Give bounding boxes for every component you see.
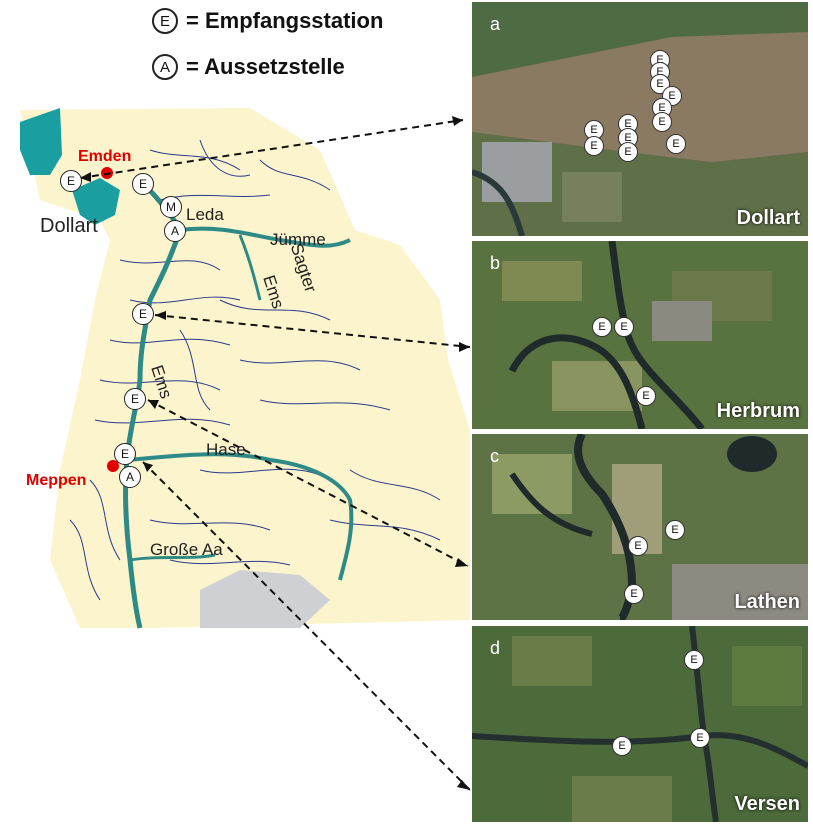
panel-dollart: a E E E E E E E E E E E E Dollart [472, 2, 808, 236]
label-meppen: Meppen [26, 472, 87, 489]
meppen-dot [107, 460, 119, 472]
versen-station: E [612, 736, 632, 756]
catchment-area [20, 108, 470, 628]
legend-release: A = Aussetzstelle [152, 54, 345, 80]
herbrum-station: E [636, 386, 656, 406]
panel-letter-a: a [490, 14, 501, 34]
leda-river [179, 226, 351, 248]
dollart-station: E [652, 112, 672, 132]
panel-name-herbrum: Herbrum [716, 400, 800, 422]
dollart-bay [20, 108, 62, 175]
map-station-versen: E [114, 443, 136, 465]
map-station-lathen: E [124, 388, 146, 410]
dollart-station: E [666, 134, 686, 154]
herbrum-station: E [614, 317, 634, 337]
label-juemme: Jümme [270, 230, 326, 249]
panel-name-versen: Versen [734, 793, 800, 815]
label-leda: Leda [186, 205, 224, 224]
panel-name-lathen: Lathen [734, 591, 800, 613]
dollart-satellite [472, 2, 808, 236]
label-dollart: Dollart [40, 215, 98, 237]
tributaries [69, 139, 441, 601]
map-release-meppen: A [119, 466, 141, 488]
lathen-station: E [628, 536, 648, 556]
panel-versen: d E E E Versen [472, 626, 808, 822]
release-site-symbol: A [152, 54, 178, 80]
versen-station: E [690, 728, 710, 748]
connector-arrows [79, 119, 470, 791]
arrow-heads [80, 116, 470, 790]
grosse-aa-river [129, 553, 216, 562]
release-site-label: = Aussetzstelle [186, 54, 345, 79]
map-station-emden: E [132, 173, 154, 195]
lathen-station: E [665, 520, 685, 540]
sagter-ems-river [238, 234, 262, 301]
grey-area [200, 570, 330, 628]
herbrum-station: E [592, 317, 612, 337]
hase-river [127, 452, 354, 581]
panel-herbrum: b E E E Herbrum [472, 241, 808, 429]
map-station-m: M [160, 196, 182, 218]
dollart-station: E [618, 142, 638, 162]
receiver-station-label: = Empfangsstation [186, 8, 384, 33]
ems-river-map [20, 108, 470, 791]
herbrum-satellite [472, 241, 808, 429]
panel-letter-c: c [490, 446, 499, 466]
versen-station: E [684, 650, 704, 670]
panel-letter-d: d [490, 638, 501, 658]
receiver-station-symbol: E [152, 8, 178, 34]
label-grosse-aa: Große Aa [150, 540, 223, 559]
map-release-leda: A [164, 220, 186, 242]
label-hase: Hase [206, 440, 246, 459]
panel-letter-b: b [490, 253, 501, 273]
dollart-bay-lower [72, 178, 120, 225]
lathen-station: E [624, 584, 644, 604]
legend-receiver: E = Empfangsstation [152, 8, 383, 34]
panel-lathen: c E E E Lathen [472, 434, 808, 620]
map-station-dollart: E [60, 170, 82, 192]
label-emden: Emden [78, 148, 132, 165]
dollart-station: E [584, 136, 604, 156]
panel-name-dollart: Dollart [736, 207, 800, 229]
versen-satellite [472, 626, 808, 822]
map-station-herbrum: E [132, 303, 154, 325]
